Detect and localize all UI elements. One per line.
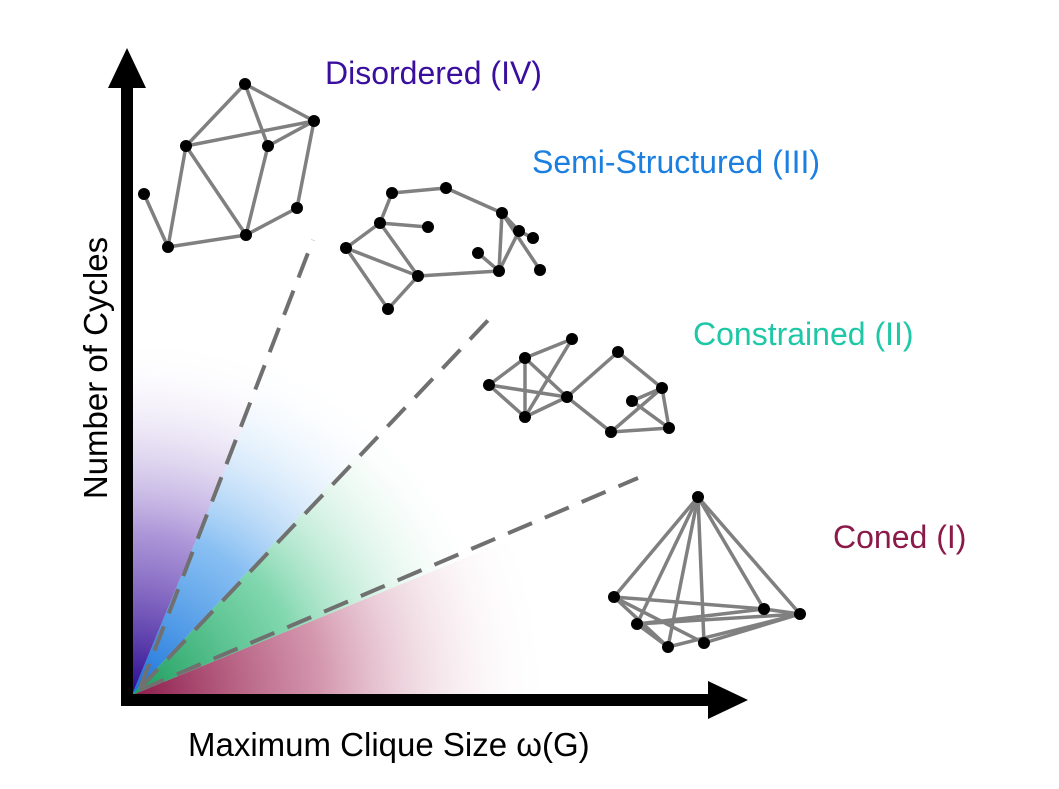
divider-semi-disordered xyxy=(138,239,315,689)
graph-coned xyxy=(608,491,806,653)
graph-semi-structured-edges xyxy=(344,186,542,311)
graph-semi-structured xyxy=(340,182,546,315)
y-axis-line xyxy=(121,82,133,706)
graph-disordered-edges xyxy=(142,82,316,249)
x-axis-line xyxy=(121,694,716,706)
label-semi-structured: Semi-Structured (III) xyxy=(532,144,820,180)
y-axis-arrowhead xyxy=(108,48,146,88)
graph-coned-edges xyxy=(612,495,802,649)
wedge-constrained xyxy=(132,280,560,695)
graph-semi-structured-nodes xyxy=(340,182,546,315)
label-constrained: Constrained (II) xyxy=(693,316,914,352)
graph-disordered-nodes xyxy=(138,78,320,253)
label-disordered: Disordered (IV) xyxy=(325,55,542,91)
y-axis-label: Number of Cycles xyxy=(77,237,114,499)
x-axis-arrowhead xyxy=(708,681,748,719)
graph-disordered xyxy=(138,78,320,253)
region-dividers xyxy=(138,239,639,692)
label-coned: Coned (I) xyxy=(833,519,966,555)
divider-constrained-semi xyxy=(138,312,496,690)
graph-constrained-nodes xyxy=(483,333,675,438)
graph-coned-nodes xyxy=(608,491,806,653)
wedge-semi xyxy=(132,215,520,695)
graph-constrained-edges xyxy=(487,337,671,434)
graph-constrained xyxy=(483,333,675,438)
axes xyxy=(108,48,748,719)
x-axis-label: Maximum Clique Size ω(G) xyxy=(188,726,590,763)
divider-coned-constrained xyxy=(139,476,639,692)
